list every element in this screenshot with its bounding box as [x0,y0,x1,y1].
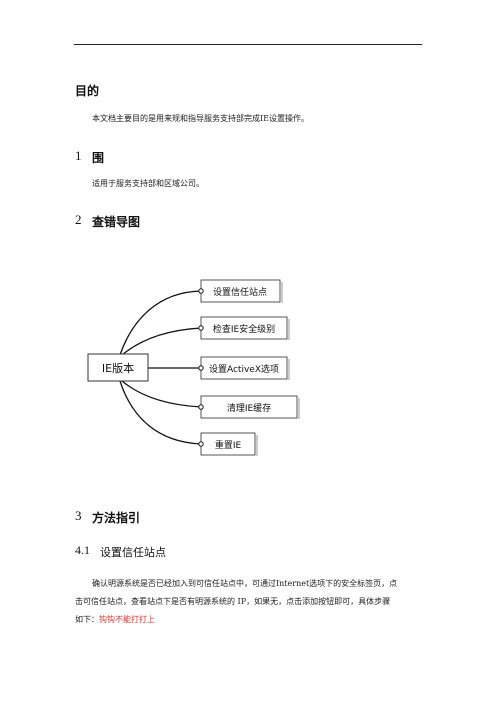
section-4-1-line-3-prefix: 如下： [75,615,99,624]
mindmap-root-label: IE版本 [102,361,134,375]
header-rule [74,44,422,45]
branch-5-label: 重置IE [215,439,242,451]
section-3-title: 方法指引 [92,511,141,525]
section-3-number: 3 [75,508,82,523]
section-1-number: 1 [75,148,82,163]
purpose-text: 本文档主要目的是用来规和指导服务支持部完成IE设置操作。 [92,114,309,123]
connector-4 [121,380,202,408]
section-2-number: 2 [75,212,82,227]
purpose-heading: 目的 [75,84,100,98]
connector-2 [121,327,202,356]
mindmap-branch-3: 设置ActiveX选项 [198,356,290,380]
section-1-title: 围 [92,151,105,165]
mindmap-branch-4: 清理IE缓存 [198,395,300,419]
section-4-1-line-3: 如下：钩钩不能打打上 [75,611,155,629]
mindmap-branch-1: 设置信任站点 [198,279,283,303]
section-2-title: 查错导图 [92,215,141,229]
section-4-1-line-1: 确认明源系统是否已经加入到可信任站点中，可通过Internet选项下的安全标签页… [92,579,398,588]
branch-3-dot [198,365,204,371]
connector-5 [119,380,202,445]
mindmap-branch-5: 重置IE [198,432,258,456]
mindmap-connectors [119,290,202,445]
section-4-1-title: 设置信任站点 [100,546,166,559]
branch-1-dot [198,288,204,294]
mindmap-root-node: IE版本 [87,353,149,382]
red-note: 钩钩不能打打上 [99,615,155,624]
section-4-1-number: 4.1 [75,543,90,557]
branch-2-dot [198,325,204,331]
branch-5-dot [198,441,204,447]
mindmap-branch-2: 检查IE安全级别 [198,316,290,340]
branch-2-label: 检查IE安全级别 [213,323,275,335]
branch-1-label: 设置信任站点 [213,286,267,298]
section-1-text: 适用于服务支持部和区域公司。 [92,179,204,188]
branch-4-label: 清理IE缓存 [227,402,271,414]
branch-3-label: 设置ActiveX选项 [209,363,279,375]
section-4-1-line-2: 击可信任站点，查看站点下是否有明源系统的 IP，如果无，点击添加按钮即可，具体步… [75,597,391,606]
branch-4-dot [198,404,204,410]
connector-1 [119,290,202,356]
